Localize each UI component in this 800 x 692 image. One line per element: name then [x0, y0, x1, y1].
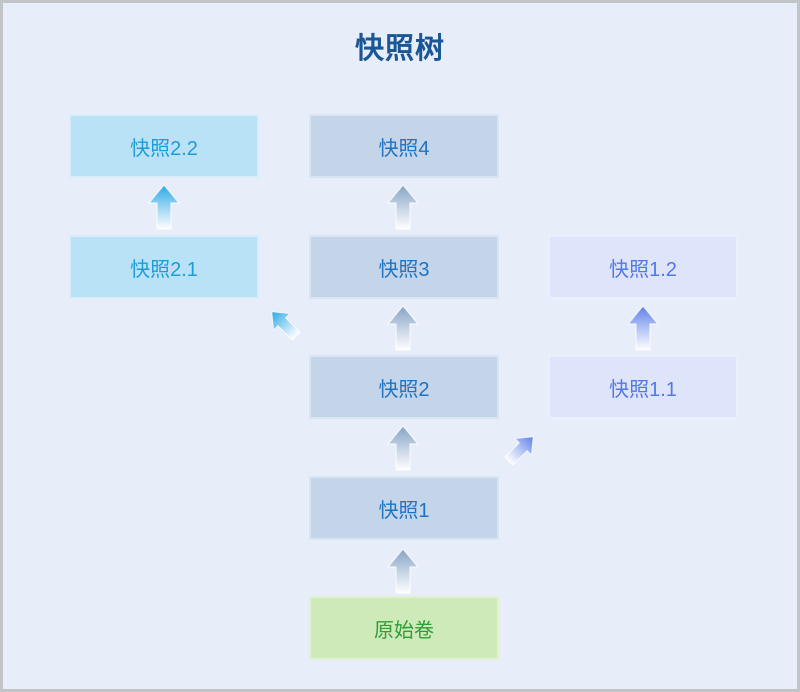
- node-label: 快照4: [378, 137, 430, 160]
- connector-snapshot1-1-to-snapshot1-2: [627, 305, 659, 351]
- connector-snapshot2-1-to-snapshot2-2: [148, 184, 180, 230]
- connector-snapshot3-to-snapshot4: [387, 184, 419, 230]
- up-arrow-icon: [387, 184, 419, 230]
- page-title: 快照树: [354, 33, 445, 65]
- up-arrow-icon: [387, 305, 419, 351]
- up-arrow-icon: [387, 425, 419, 471]
- connector-origin-volume-to-snapshot1: [387, 548, 419, 594]
- connector-snapshot1-to-snapshot2: [387, 425, 419, 471]
- node-label: 原始卷: [374, 619, 434, 642]
- node-origin-volume: 原始卷: [309, 596, 499, 660]
- node-label: 快照2.2: [130, 137, 198, 160]
- node-snapshot-1-1: 快照1.1: [548, 355, 738, 419]
- up-arrow-icon: [148, 184, 180, 230]
- connector-snapshot2-to-snapshot3: [387, 305, 419, 351]
- node-snapshot-1-2: 快照1.2: [548, 235, 738, 299]
- up-arrow-icon: [387, 548, 419, 594]
- node-label: 快照2.1: [130, 258, 198, 281]
- connector-snapshot2-to-snapshot2-1: [262, 302, 306, 346]
- node-snapshot-4: 快照4: [309, 114, 499, 178]
- node-snapshot-2: 快照2: [309, 355, 499, 419]
- node-label: 快照3: [378, 258, 430, 281]
- node-label: 快照1.2: [609, 258, 677, 281]
- node-label: 快照1.1: [609, 378, 677, 401]
- node-snapshot-2-1: 快照2.1: [69, 235, 259, 299]
- connector-snapshot1-to-snapshot1-1: [499, 427, 543, 471]
- up-right-arrow-icon: [504, 436, 534, 466]
- up-left-arrow-icon: [271, 311, 301, 341]
- node-snapshot-2-2: 快照2.2: [69, 114, 259, 178]
- up-arrow-icon: [627, 305, 659, 351]
- node-snapshot-1: 快照1: [309, 476, 499, 540]
- node-label: 快照2: [378, 378, 430, 401]
- node-label: 快照1: [378, 499, 430, 522]
- node-snapshot-3: 快照3: [309, 235, 499, 299]
